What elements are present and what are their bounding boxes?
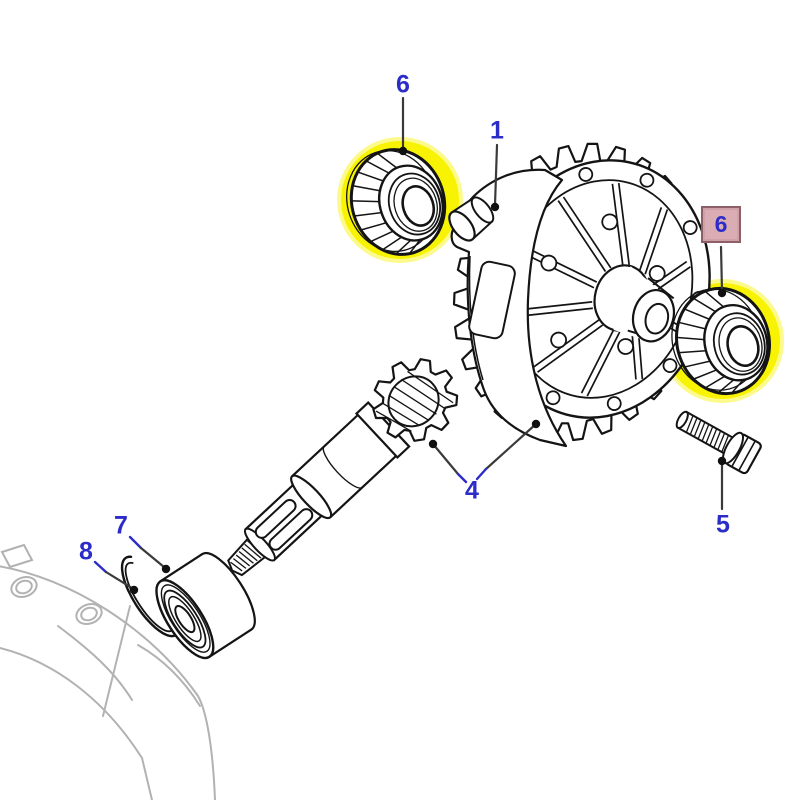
bolt-threads [686,415,729,452]
gear-face-spokes [493,167,707,411]
callout-6-right[interactable]: 6 [714,211,728,237]
axle-housing-ghost [0,543,216,800]
callout-6-flag[interactable]: 6 [701,206,741,243]
callout-5[interactable]: 5 [716,510,730,539]
part-pinion-shaft[interactable] [205,342,473,600]
part-bearing-upper-left[interactable] [334,136,458,267]
callout-7[interactable]: 7 [114,511,128,540]
callout-1[interactable]: 1 [490,116,504,145]
leader-lines [93,96,727,595]
part-pinion-bearing[interactable] [146,545,265,666]
callout-6-upper[interactable]: 6 [396,70,410,99]
part-differential-assembly[interactable] [444,135,738,448]
part-shim-ring[interactable] [112,555,181,644]
callout-4[interactable]: 4 [465,476,479,505]
part-bolt[interactable] [671,403,763,475]
part-bearing-right[interactable] [661,277,781,405]
carrier-window [468,260,516,340]
callout-8[interactable]: 8 [79,537,93,566]
gear-hub [593,264,676,343]
carrier-trunnion-stub [448,196,495,242]
